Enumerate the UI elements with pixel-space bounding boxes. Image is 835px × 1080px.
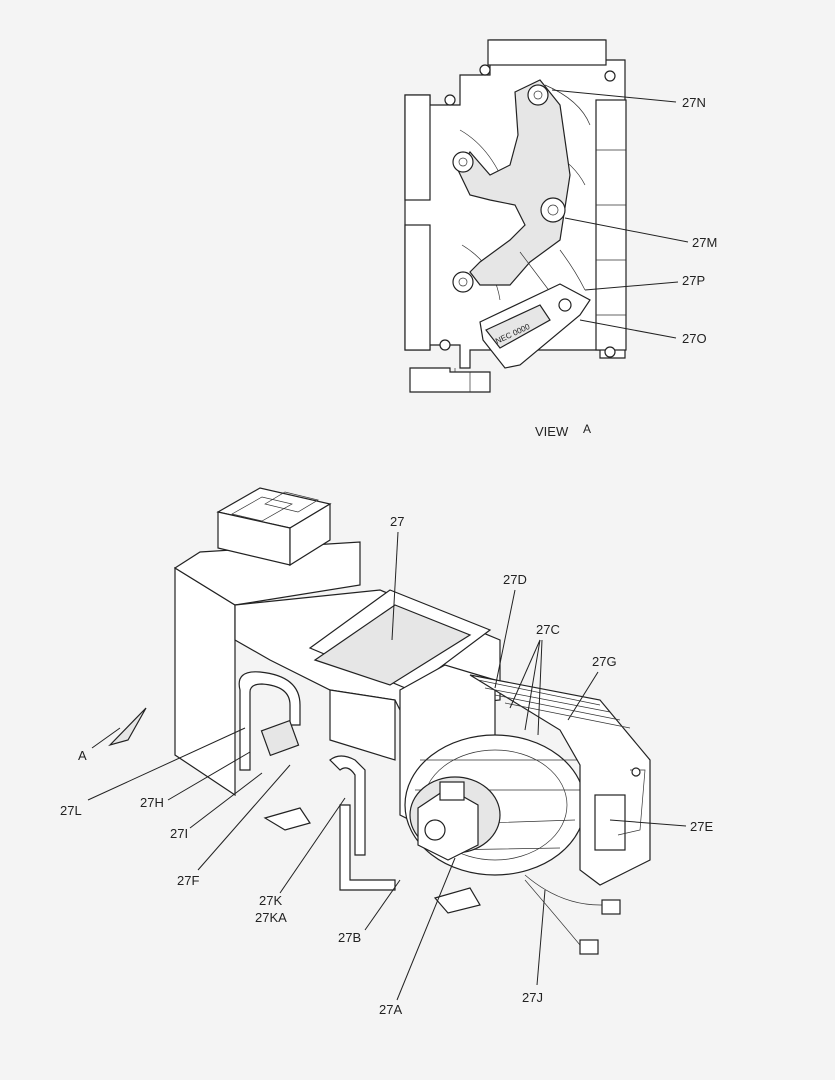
arrow-letter: A: [78, 748, 87, 763]
callout-27F: 27F: [177, 873, 199, 888]
callout-27E: 27E: [690, 819, 713, 834]
callout-27O: 27O: [682, 331, 707, 346]
callout-27KA: 27KA: [255, 910, 287, 925]
callout-27J: 27J: [522, 990, 543, 1005]
callout-27C: 27C: [536, 622, 560, 637]
callout-27B: 27B: [338, 930, 361, 945]
callout-27L: 27L: [60, 803, 82, 818]
callout-27A: 27A: [379, 1002, 402, 1017]
view-a-detail: NEC 0000 27N 27M 27P 27O VIEW A: [404, 39, 717, 439]
view-title: VIEW: [535, 424, 569, 439]
main-assembly: A 27 27D 27C 27G 27E 27L 27H 27I 27F 27K…: [60, 487, 713, 1017]
callout-27P: 27P: [682, 273, 705, 288]
callout-27K: 27K: [259, 893, 282, 908]
callout-27H: 27H: [140, 795, 164, 810]
actuator-motor: NEC 0000: [479, 283, 591, 369]
callout-27M: 27M: [692, 235, 717, 250]
callout-27I: 27I: [170, 826, 188, 841]
callout-27G: 27G: [592, 654, 617, 669]
view-letter: A: [583, 422, 591, 436]
callout-27D: 27D: [503, 572, 527, 587]
callout-27N: 27N: [682, 95, 706, 110]
callout-27: 27: [390, 514, 404, 529]
